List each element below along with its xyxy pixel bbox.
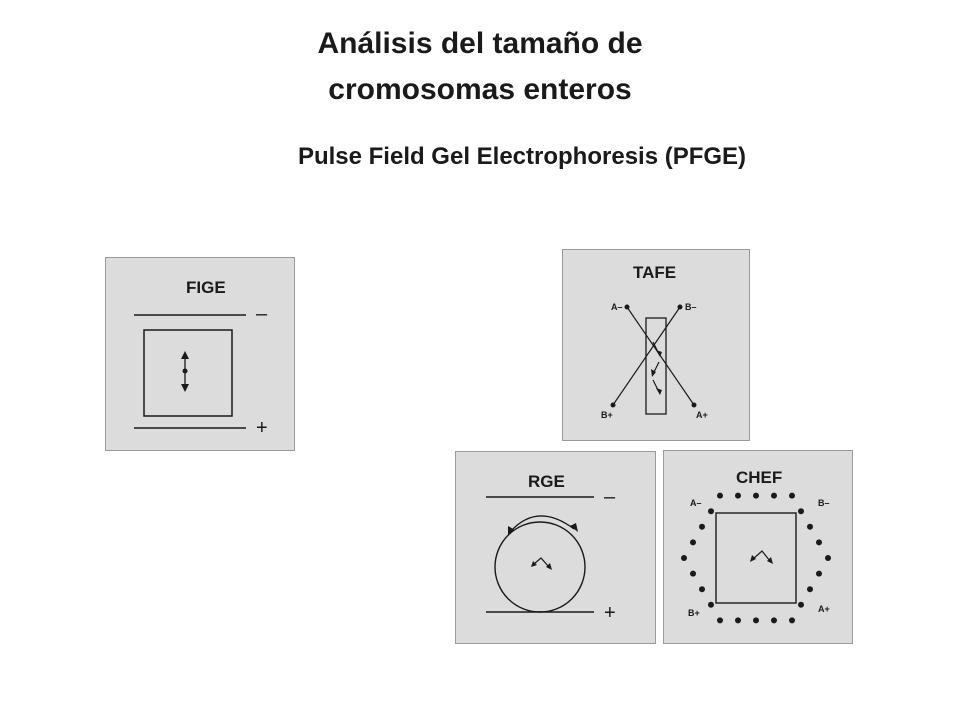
chef-electrode-dot [798, 508, 804, 515]
rge-migration-arrow-right [546, 563, 552, 570]
tafe-gel [645, 317, 667, 415]
chef-electrode-dot [807, 523, 813, 530]
chef-electrode-dot [690, 539, 696, 546]
fige-diagram: FIGE – + [134, 278, 268, 439]
tafe-diagram: TAFE A– B– B+ A+ [601, 263, 708, 420]
chef-panel: CHEF A– B– B+ A+ [663, 450, 853, 644]
rge-rotation-arrow-right [570, 523, 578, 532]
tafe-arrow-head-3 [656, 388, 662, 395]
chef-electrode-dot [771, 617, 777, 624]
rge-rotating-gel [494, 521, 586, 613]
chef-label: CHEF [736, 468, 782, 487]
chef-electrode-dot [708, 601, 714, 608]
rge-rotation-arc [510, 515, 575, 532]
chef-electrode-dot [699, 586, 705, 593]
fige-sample-dot [182, 368, 188, 374]
chef-electrode-dot [753, 617, 759, 624]
fige-gel [143, 329, 233, 417]
tafe-panel: TAFE A– B– B+ A+ [562, 249, 750, 441]
rge-migration-path [533, 557, 550, 568]
chef-electrode-dot [753, 492, 759, 499]
chef-electrode-dot [690, 570, 696, 577]
fige-plus-sign: + [256, 417, 268, 439]
rge-minus-sign: – [604, 486, 616, 508]
chef-b-plus-label: B+ [688, 608, 700, 618]
rge-label: RGE [528, 472, 565, 491]
chef-electrode-dot [807, 586, 813, 593]
chef-migration-path [752, 550, 771, 562]
fige-label: FIGE [186, 278, 226, 297]
chef-a-plus-label: A+ [818, 604, 830, 614]
rge-diagram: RGE – + [486, 472, 616, 624]
chef-electrode-dot [708, 508, 714, 515]
rge-panel: RGE – + [455, 451, 656, 644]
tafe-arrow-head-1 [656, 350, 662, 357]
fige-arrow-head-up [181, 351, 189, 359]
chef-electrode-dot [681, 555, 687, 561]
tafe-a-minus-label: A– [611, 302, 623, 312]
chef-electrode-dot [717, 617, 723, 624]
chef-migration-arrow-right [767, 557, 773, 564]
tafe-arrow-head-2 [651, 369, 656, 377]
chef-diagram: CHEF A– B– B+ A+ [681, 468, 831, 624]
chef-migration-arrow-left [750, 555, 756, 562]
chef-electrode-dot [789, 617, 795, 624]
chef-electrode-dot [816, 570, 822, 577]
tafe-b-plus-label: B+ [601, 410, 613, 420]
chef-electrode-dot [771, 492, 777, 499]
tafe-a-plus-label: A+ [696, 410, 708, 420]
chef-electrode-dot [798, 601, 804, 608]
tafe-field-line-a [626, 306, 695, 406]
fige-arrow-head-down [181, 384, 189, 392]
page-subtitle: Pulse Field Gel Electrophoresis (PFGE) [297, 143, 747, 170]
rge-migration-arrow-left [531, 561, 537, 567]
chef-b-minus-label: B– [818, 498, 830, 508]
chef-electrode-dot [789, 492, 795, 499]
tafe-b-minus-label: B– [685, 302, 697, 312]
chef-electrode-dot [699, 523, 705, 530]
chef-electrode-dot [735, 492, 741, 499]
chef-gel [715, 512, 797, 604]
chef-electrode-dot [717, 492, 723, 499]
chef-electrode-dot [735, 617, 741, 624]
rge-plus-sign: + [604, 602, 616, 624]
chef-a-minus-label: A– [690, 498, 702, 508]
chef-electrode-dot [825, 555, 831, 561]
page-title-line-2: cromosomas enteros [328, 73, 632, 106]
chef-electrode-ring [681, 492, 831, 624]
page-title-line-1: Análisis del tamaño de [317, 27, 643, 60]
tafe-label: TAFE [633, 263, 676, 282]
fige-panel: FIGE – + [105, 257, 295, 451]
fige-minus-sign: – [256, 303, 268, 325]
chef-electrode-dot [816, 539, 822, 546]
